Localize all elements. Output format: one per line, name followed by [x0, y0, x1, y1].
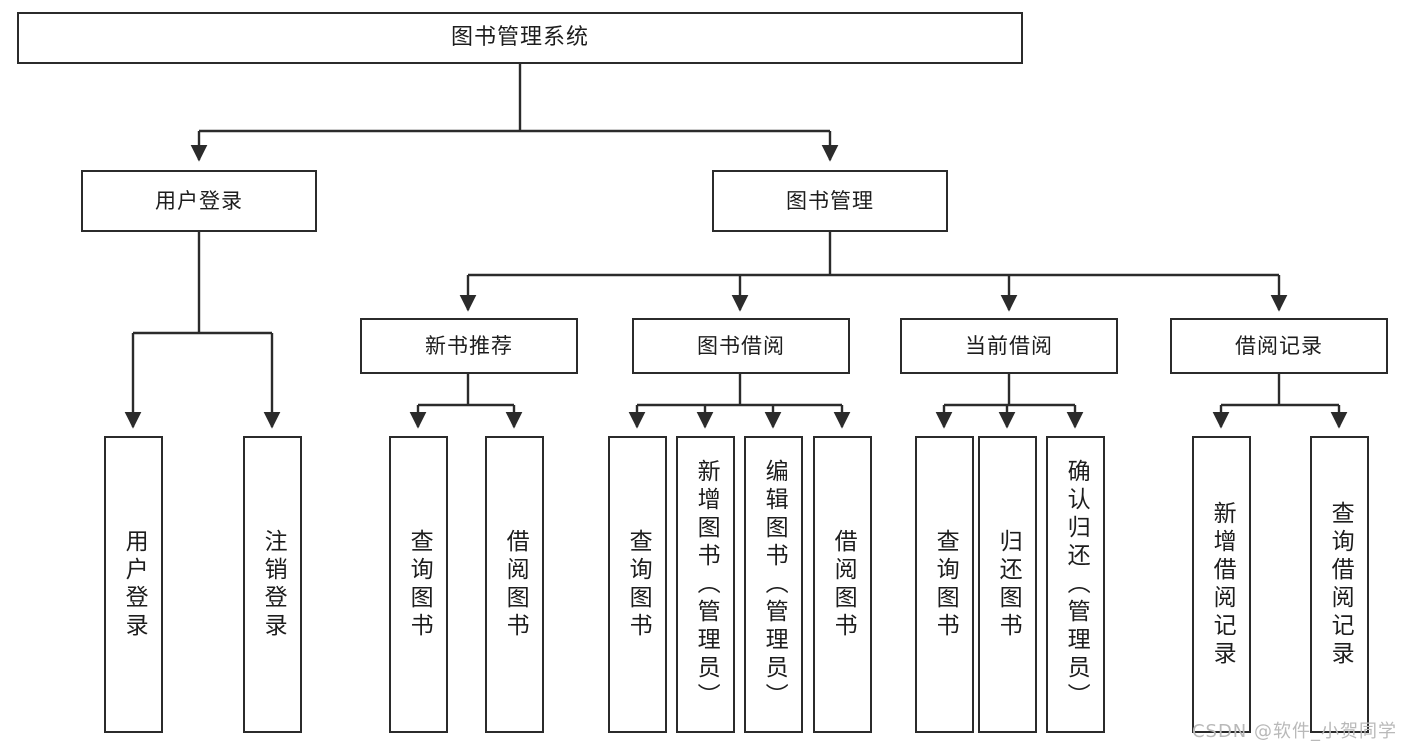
watermark: CSDN @软件_小贺同学 [1191, 721, 1397, 742]
node-label: 注销登录 [260, 528, 287, 641]
leaf-book-borrow-borrow-books[interactable]: 借阅图书 [813, 436, 872, 733]
node-borrow-record[interactable]: 借阅记录 [1170, 318, 1388, 374]
node-label: 借阅图书 [830, 528, 857, 641]
node-label: 用户登录 [155, 188, 243, 213]
node-label: 新增图书（管理员） [693, 458, 720, 711]
node-root-book-management-system[interactable]: 图书管理系统 [17, 12, 1023, 64]
node-label: 图书管理系统 [450, 25, 589, 51]
node-label: 新书推荐 [425, 333, 513, 358]
node-label: 新增借阅记录 [1209, 500, 1236, 669]
leaf-current-borrow-return-books[interactable]: 归还图书 [978, 436, 1037, 733]
node-current-borrow[interactable]: 当前借阅 [900, 318, 1118, 374]
node-user-login[interactable]: 用户登录 [81, 170, 317, 232]
leaf-new-book-search-books[interactable]: 查询图书 [389, 436, 448, 733]
leaf-borrow-record-add-record[interactable]: 新增借阅记录 [1192, 436, 1251, 733]
node-label: 确认归还（管理员） [1063, 458, 1090, 711]
leaf-user-login-login[interactable]: 用户登录 [104, 436, 163, 733]
node-label: 归还图书 [995, 528, 1022, 641]
node-label: 查询借阅记录 [1327, 500, 1354, 669]
node-label: 图书管理 [786, 188, 874, 213]
node-label: 图书借阅 [697, 333, 785, 358]
node-label: 借阅记录 [1235, 333, 1323, 358]
node-book-borrow[interactable]: 图书借阅 [632, 318, 850, 374]
node-label: 借阅图书 [502, 528, 529, 641]
node-new-book-recommendation[interactable]: 新书推荐 [360, 318, 578, 374]
leaf-current-borrow-search-books[interactable]: 查询图书 [915, 436, 974, 733]
leaf-book-borrow-add-book-admin[interactable]: 新增图书（管理员） [676, 436, 735, 733]
node-label: 查询图书 [406, 528, 433, 641]
leaf-book-borrow-search-books[interactable]: 查询图书 [608, 436, 667, 733]
node-label: 查询图书 [932, 528, 959, 641]
leaf-borrow-record-search-record[interactable]: 查询借阅记录 [1310, 436, 1369, 733]
node-book-management[interactable]: 图书管理 [712, 170, 948, 232]
leaf-user-login-logout[interactable]: 注销登录 [243, 436, 302, 733]
leaf-new-book-borrow-books[interactable]: 借阅图书 [485, 436, 544, 733]
leaf-book-borrow-edit-book-admin[interactable]: 编辑图书（管理员） [744, 436, 803, 733]
node-label: 查询图书 [625, 528, 652, 641]
node-label: 用户登录 [121, 528, 148, 641]
node-label: 编辑图书（管理员） [761, 458, 788, 711]
node-label: 当前借阅 [965, 333, 1053, 358]
leaf-current-borrow-confirm-return-admin[interactable]: 确认归还（管理员） [1046, 436, 1105, 733]
